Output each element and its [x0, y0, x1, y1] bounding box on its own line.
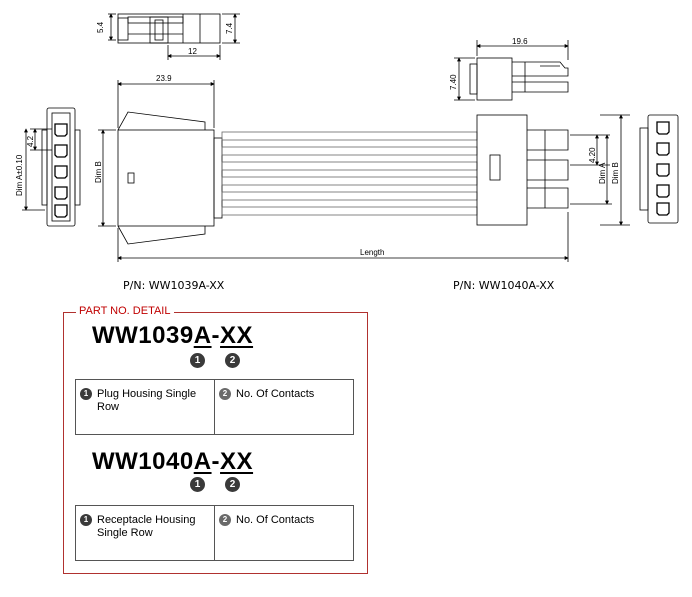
- detail-table-plug: 1 Plug Housing Single Row 2 No. Of Conta…: [75, 379, 354, 435]
- detail-cell-contacts: 2 No. Of Contacts: [214, 506, 353, 560]
- marker-1-icon: 1: [80, 388, 92, 400]
- part-code-series: A: [193, 448, 212, 475]
- dim-receptacle-height: 7.40: [449, 74, 458, 90]
- receptacle-part-number: P/N: WW1040A-XX: [453, 279, 555, 292]
- receptacle-end-view: [639, 114, 679, 224]
- part-code-prefix: WW1039: [92, 322, 194, 349]
- plug-part-number: P/N: WW1039A-XX: [123, 279, 225, 292]
- receptacle-top-view: [469, 57, 569, 101]
- dim-small-width: 12: [188, 47, 197, 56]
- marker-2-icon: 2: [219, 514, 231, 526]
- plug-housing: [117, 111, 223, 245]
- dim-small-height: 5.4: [96, 21, 105, 33]
- marker-1-icon: 1: [190, 353, 205, 368]
- marker-2-icon: 2: [219, 388, 231, 400]
- plug-top-view: [117, 13, 221, 44]
- marker-1-icon: 1: [80, 514, 92, 526]
- marker-2-icon: 2: [225, 353, 240, 368]
- detail-housing-text: Plug Housing Single Row: [97, 388, 197, 413]
- dim-small-height-2: 7.4: [225, 22, 234, 34]
- detail-table-receptacle: 1 Receptacle Housing Single Row 2 No. Of…: [75, 505, 354, 561]
- marker-1-icon: 1: [190, 477, 205, 492]
- cable-wires: [221, 131, 478, 216]
- detail-cell-housing: 1 Plug Housing Single Row: [76, 380, 214, 434]
- part-code-prefix: WW1040: [92, 448, 194, 475]
- part-code-contacts: XX: [220, 322, 254, 349]
- dim-a-left: Dim A±0.10: [15, 154, 24, 196]
- marker-2-icon: 2: [225, 477, 240, 492]
- part-no-detail-title: PART NO. DETAIL: [76, 305, 174, 317]
- dim-length: Length: [360, 248, 384, 257]
- dim-plug-length: 23.9: [156, 74, 172, 83]
- detail-housing-text: Receptacle Housing Single Row: [97, 514, 196, 539]
- dim-receptacle-length: 19.6: [512, 37, 528, 46]
- receptacle-housing: [476, 114, 569, 226]
- part-code-plug: WW1039A-XX: [92, 322, 253, 350]
- detail-cell-housing: 1 Receptacle Housing Single Row: [76, 506, 214, 560]
- detail-cell-contacts: 2 No. Of Contacts: [214, 380, 353, 434]
- dim-pitch-left: 4.2: [26, 135, 35, 147]
- dim-a-right: Dim A: [598, 162, 607, 184]
- part-code-receptacle: WW1040A-XX: [92, 448, 253, 476]
- detail-contacts-text: No. Of Contacts: [236, 388, 315, 400]
- technical-drawing: 5.4 7.4 12 23.9 19.6 7.40 4.2 Dim A±0.10…: [15, 13, 679, 262]
- part-no-detail-box: [63, 312, 368, 574]
- detail-contacts-text: No. Of Contacts: [236, 514, 315, 526]
- dim-b-right: Dim B: [611, 162, 620, 184]
- dim-b-left: Dim B: [94, 161, 103, 183]
- part-code-contacts: XX: [220, 448, 254, 475]
- part-code-series: A: [193, 322, 212, 349]
- part-code-dash: -: [211, 448, 221, 475]
- plug-end-view: [41, 107, 81, 227]
- part-code-dash: -: [211, 322, 221, 349]
- dim-pitch-right: 4.20: [588, 147, 597, 163]
